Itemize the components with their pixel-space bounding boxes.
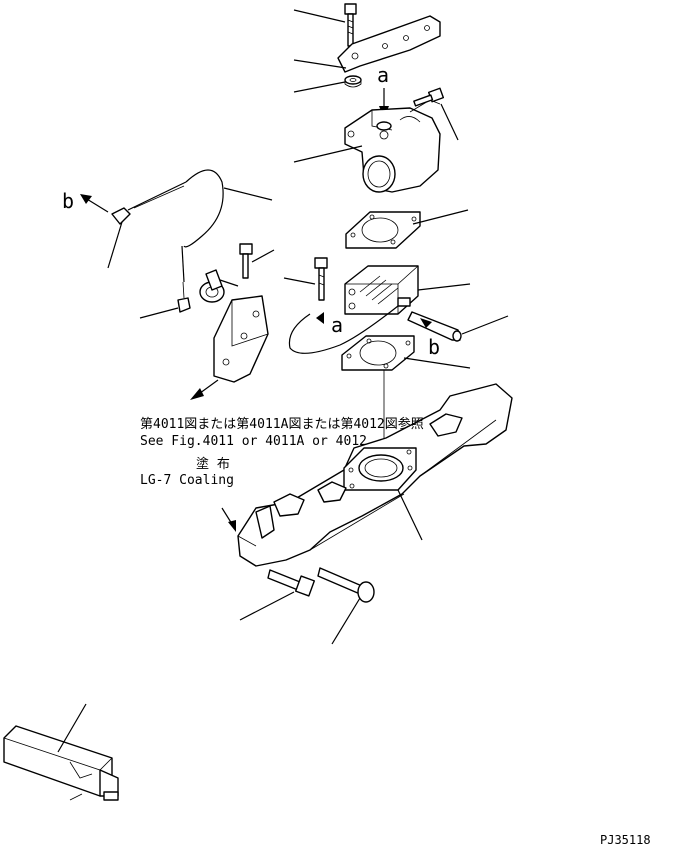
leader-bracket [293, 59, 347, 69]
top-bolt [344, 3, 357, 47]
leader-manifold-bolt-left [239, 591, 295, 621]
sensor-bolt [239, 243, 253, 279]
exhaust-elbow [344, 99, 441, 193]
callout-a-mid: a [331, 313, 343, 337]
figure-code: PJ35118 [600, 833, 651, 847]
leader-sensor-bolt [251, 249, 275, 263]
reference-note-jp: 第4011図または第4011A図または第4012図参照 [140, 416, 424, 432]
alignment-tool [3, 725, 119, 801]
arrow-bracket-ref-icon [190, 388, 204, 400]
wire-harness-loop [288, 305, 399, 354]
temperature-sensor [199, 269, 239, 303]
callout-b-right: b [428, 335, 440, 359]
block-bolt [314, 257, 328, 301]
manifold-bolt-left [267, 569, 316, 597]
leader-washer [293, 81, 346, 93]
harness-lower-end [177, 245, 191, 313]
gasket-lower [341, 335, 415, 371]
leader-manifold [397, 489, 423, 541]
sensor-mount-bracket [213, 295, 269, 383]
arrow-a-mid-icon [316, 312, 324, 324]
leader-block-bolt [283, 277, 316, 285]
leader-small-bolt [440, 103, 459, 141]
callout-b-left: b [62, 189, 74, 213]
coating-note-jp: 塗 布 [196, 456, 230, 472]
leader-alignment-tool [57, 703, 87, 753]
leader-harness-lower [139, 307, 179, 319]
harness-cable [183, 169, 224, 248]
arrow-coating-icon [228, 520, 236, 532]
gasket-upper [345, 211, 421, 249]
leader-top-bolt [293, 9, 346, 23]
bracket-plate [337, 15, 441, 73]
manifold-bolt-right [317, 567, 375, 603]
adapter-block [344, 265, 419, 315]
leader-harness-plug [107, 221, 123, 269]
callout-a-top: a [377, 63, 389, 87]
leader-elbow [293, 145, 363, 163]
washer [344, 75, 362, 88]
leader-adapter-block [417, 283, 471, 291]
harness-plug [111, 181, 187, 225]
leader-gasket-upper [412, 209, 469, 225]
exhaust-manifold [237, 383, 513, 567]
leader-gasket-lower [403, 357, 471, 369]
reference-note-en: See Fig.4011 or 4011A or 4012 [140, 434, 367, 449]
small-bolt-elbow [413, 87, 445, 107]
leader-sensor-pipe [461, 315, 509, 335]
leader-harness-cable [223, 187, 273, 201]
coating-note-en: LG-7 Coaling [140, 473, 234, 488]
arrow-b-left-icon [80, 194, 92, 204]
arrow-b-right-icon [420, 318, 432, 328]
leader-manifold-bolt-right [331, 597, 361, 645]
